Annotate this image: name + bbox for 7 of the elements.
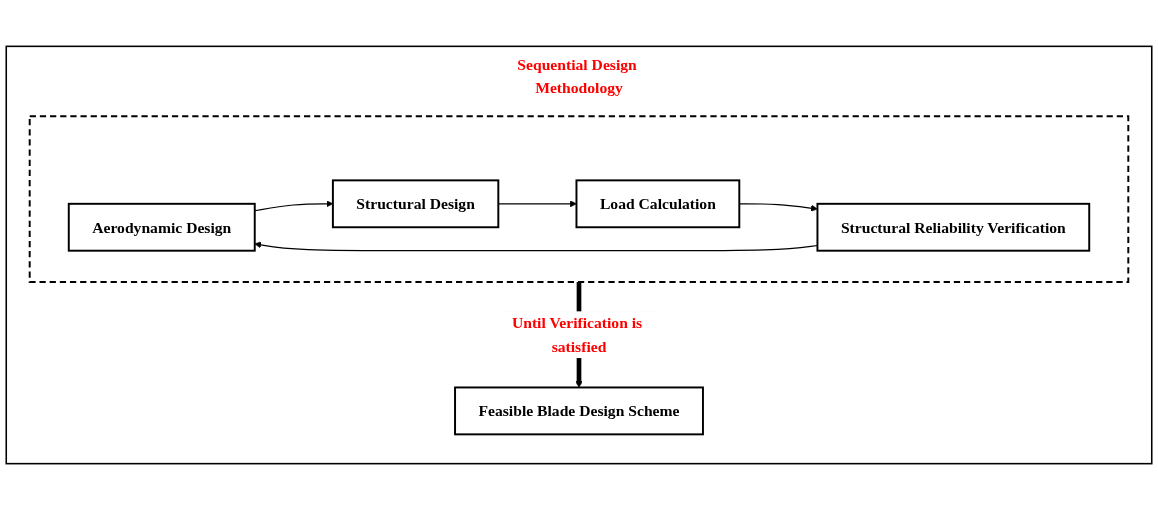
node-box: Aerodynamic Design bbox=[67, 202, 256, 252]
node-box: Structural Design bbox=[331, 179, 500, 229]
node-box: Load Calculation bbox=[575, 179, 741, 229]
node-box: Feasible Blade Design Scheme bbox=[454, 386, 704, 436]
node-box: Structural Reliability Verification bbox=[816, 202, 1091, 252]
edge-label: Until Verification is satisfied bbox=[511, 314, 643, 356]
cluster bbox=[28, 115, 1130, 283]
